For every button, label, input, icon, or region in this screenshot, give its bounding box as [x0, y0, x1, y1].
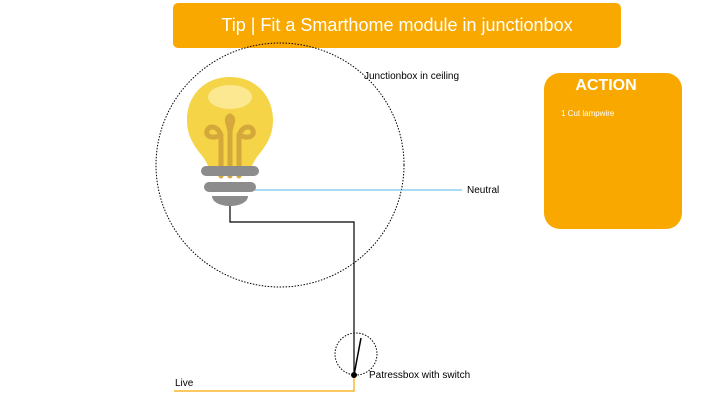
action-heading: ACTION: [575, 77, 637, 94]
patressbox-circle: [334, 332, 378, 376]
switch-icon: [351, 337, 362, 378]
slide-title: Tip | Fit a Smarthome module in junction…: [221, 15, 573, 35]
lightbulb-icon: [187, 77, 273, 206]
action-panel: ACTION 1 Cut lampwire: [544, 73, 682, 229]
live-label: Live: [175, 378, 194, 389]
neutral-label: Neutral: [467, 185, 500, 196]
junctionbox-label: Junctionbox in ceiling: [364, 71, 460, 82]
title-banner: Tip | Fit a Smarthome module in junction…: [173, 3, 621, 48]
patressbox-label: Patressbox with switch: [369, 370, 471, 381]
action-step-1: 1 Cut lampwire: [561, 109, 615, 118]
junctionbox-circle: [155, 42, 405, 288]
lamp-wire: [229, 205, 355, 375]
live-wire: [174, 375, 355, 392]
